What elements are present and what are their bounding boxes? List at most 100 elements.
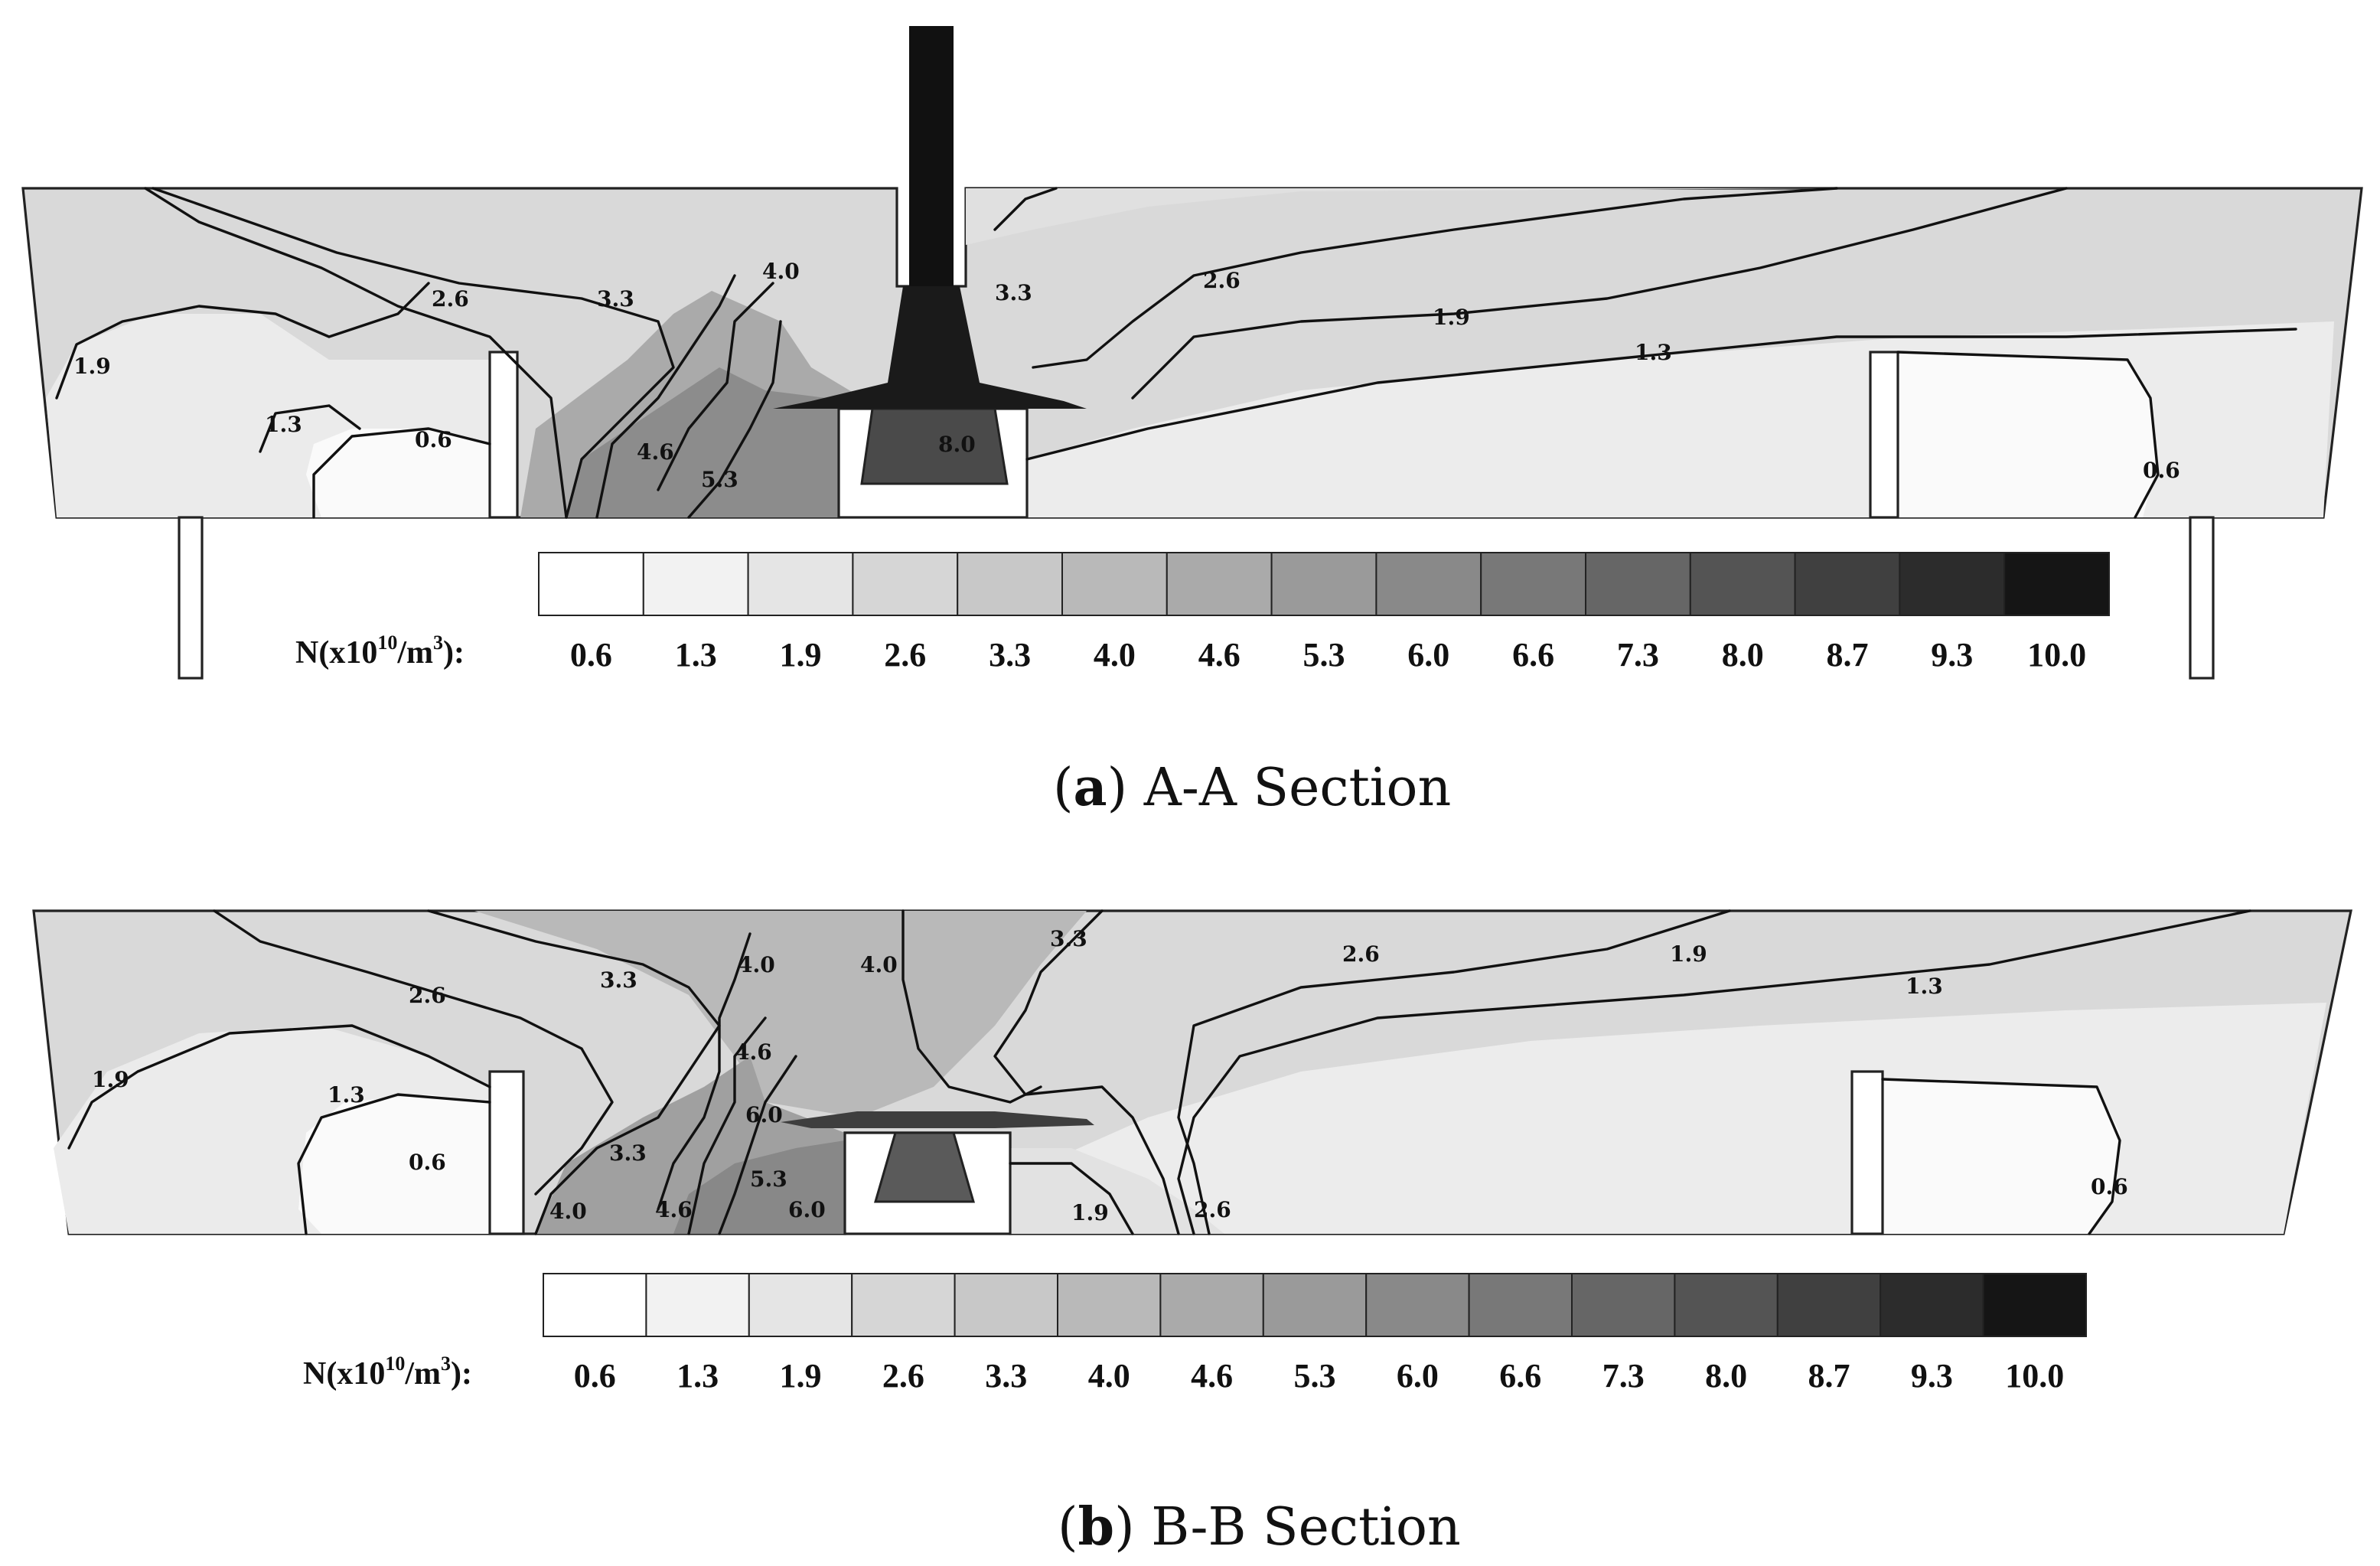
panel-b-label-1-3-left: 1.3 bbox=[328, 1082, 365, 1108]
panel-b-label-0-6-left: 0.6 bbox=[409, 1150, 446, 1175]
panel-b-scale-cell-11 bbox=[1571, 1273, 1676, 1337]
panel-a-plume bbox=[773, 286, 1087, 409]
panel-a-label-5-3: 5.3 bbox=[701, 467, 738, 492]
panel-b-scale-cell-12 bbox=[1674, 1273, 1778, 1337]
panel-b-label-1-9-right: 1.9 bbox=[1670, 941, 1707, 967]
panel-b-isolines bbox=[67, 909, 2251, 1235]
panel-a-scale-label-15: 10.0 bbox=[2027, 636, 2086, 674]
panel-b-label-4-0-lower: 4.0 bbox=[549, 1199, 587, 1224]
panel-a-scale-title: N(x1010/m3): bbox=[295, 631, 465, 670]
panel-b-scale-cell-3 bbox=[748, 1273, 853, 1337]
panel-b-label-6-0-upper: 6.0 bbox=[745, 1102, 783, 1127]
panel-b-scale-cell-13 bbox=[1776, 1273, 1882, 1337]
panel-a-scale-label-4: 2.6 bbox=[884, 636, 926, 674]
panel-a-scale-cell-8 bbox=[1270, 552, 1377, 616]
panel-b-label-2-6-right: 2.6 bbox=[1342, 941, 1380, 967]
panel-a-label-0-6-right: 0.6 bbox=[2143, 458, 2180, 483]
panel-b-scale-label-5: 3.3 bbox=[985, 1357, 1027, 1395]
panel-a-region-top-light bbox=[966, 188, 1837, 245]
panel-a-scale-cell-6 bbox=[1061, 552, 1168, 616]
panel-a-chimney bbox=[909, 26, 954, 286]
panel-a-scale-label-2: 1.3 bbox=[675, 636, 717, 674]
panel-b-label-1-9-left: 1.9 bbox=[92, 1067, 129, 1092]
panel-b-label-4-6-lower: 4.6 bbox=[655, 1197, 693, 1222]
panel-b-region-right-pocket bbox=[1883, 1079, 2120, 1234]
panel-b-scale-label-11: 7.3 bbox=[1602, 1357, 1645, 1395]
panel-b-label-3-3-lower: 3.3 bbox=[609, 1140, 647, 1166]
panel-a-scale-cells bbox=[538, 552, 2110, 616]
panel-b-plasma-source bbox=[874, 1131, 975, 1203]
panel-b-scale-cell-15 bbox=[1982, 1273, 2088, 1337]
panel-a-scale-cell-9 bbox=[1375, 552, 1482, 616]
panel-a-scale-label-13: 8.7 bbox=[1827, 636, 1869, 674]
panel-a-label-1-9-right: 1.9 bbox=[1433, 305, 1470, 330]
panel-b-scale-label-13: 8.7 bbox=[1808, 1357, 1850, 1395]
panel-a-scale-label-14: 9.3 bbox=[1931, 636, 1973, 674]
panel-b-scale-label-1: 0.6 bbox=[574, 1357, 616, 1395]
panel-a-caption: (a) A-A Section bbox=[1053, 757, 1451, 818]
panel-a-label-3-3-left: 3.3 bbox=[597, 286, 634, 312]
panel-b-label-4-6-upper: 4.6 bbox=[735, 1039, 772, 1065]
panel-a-scale-cell-3 bbox=[747, 552, 854, 616]
panel-a-label-1-3-right: 1.3 bbox=[1635, 340, 1672, 365]
panel-a-isolines bbox=[55, 187, 2297, 519]
panel-b-scale-label-3: 1.9 bbox=[780, 1357, 822, 1395]
panel-b-scale-label-12: 8.0 bbox=[1705, 1357, 1747, 1395]
panel-a-contour-labels: 1.9 1.3 0.6 2.6 3.3 4.0 4.6 5.3 8.0 3.3 … bbox=[73, 259, 2180, 492]
panel-a-left-leg bbox=[178, 516, 204, 680]
panel-a-scale-label-12: 8.0 bbox=[1722, 636, 1764, 674]
panel-a-scale-cell-14 bbox=[1899, 552, 2006, 616]
panel-a-label-3-3-right: 3.3 bbox=[995, 280, 1032, 305]
panel-a-region-right-pocket bbox=[1898, 352, 2158, 517]
panel-b-label-6-0-lower: 6.0 bbox=[788, 1197, 826, 1222]
panel-a-scale-cell-12 bbox=[1689, 552, 1796, 616]
panel-a-scale-label-8: 5.3 bbox=[1303, 636, 1345, 674]
panel-b-scale-label-4: 2.6 bbox=[882, 1357, 924, 1395]
panel-b-scale-cell-10 bbox=[1468, 1273, 1573, 1337]
panel-a-region-center-dark bbox=[566, 367, 839, 517]
panel-a-scale-label-1: 0.6 bbox=[570, 636, 612, 674]
panel-a-scale-label-10: 6.6 bbox=[1512, 636, 1554, 674]
panel-a-scale-label-11: 7.3 bbox=[1617, 636, 1659, 674]
panel-b-scale-cell-7 bbox=[1159, 1273, 1264, 1337]
panel-a-scale-cell-4 bbox=[852, 552, 959, 616]
panel-b-scale-cell-6 bbox=[1057, 1273, 1162, 1337]
panel-b-label-2-6-bottom: 2.6 bbox=[1194, 1197, 1231, 1222]
panel-a: 1.9 1.3 0.6 2.6 3.3 4.0 4.6 5.3 8.0 3.3 … bbox=[21, 26, 2363, 818]
panel-b-label-5-3: 5.3 bbox=[750, 1166, 787, 1192]
panel-b-caption: (b) B-B Section bbox=[1058, 1496, 1461, 1558]
panel-a-scale-cell-2 bbox=[642, 552, 749, 616]
panel-a-label-2-6-left: 2.6 bbox=[432, 286, 469, 312]
panel-b-label-4-0-top: 4.0 bbox=[738, 952, 775, 977]
panel-b: 1.9 2.6 1.3 0.6 3.3 4.0 4.0 4.6 6.0 3.3 … bbox=[32, 909, 2352, 1558]
panel-b-scale-cell-1 bbox=[543, 1273, 647, 1337]
panel-a-label-1-3-left: 1.3 bbox=[265, 412, 302, 437]
panel-b-scale-cell-14 bbox=[1880, 1273, 1984, 1337]
panel-b-scale-title: N(x1010/m3): bbox=[303, 1352, 472, 1391]
panel-b-scale-label-8: 5.3 bbox=[1294, 1357, 1336, 1395]
panel-a-scale-label-7: 4.6 bbox=[1198, 636, 1241, 674]
panel-b-scale-label-2: 1.3 bbox=[677, 1357, 719, 1395]
panel-b-label-1-3-right: 1.3 bbox=[1906, 974, 1943, 999]
panel-b-scale-cell-2 bbox=[645, 1273, 750, 1337]
panel-a-label-4-6: 4.6 bbox=[637, 439, 674, 465]
panel-b-label-1-9-bottom: 1.9 bbox=[1071, 1200, 1109, 1225]
panel-a-scale-label-6: 4.0 bbox=[1094, 636, 1136, 674]
panel-b-label-2-6-left: 2.6 bbox=[409, 983, 446, 1008]
panel-b-label-3-3-top-left: 3.3 bbox=[600, 967, 637, 993]
panel-b-scale-label-7: 4.6 bbox=[1191, 1357, 1233, 1395]
panel-b-right-pillar bbox=[1850, 1070, 1884, 1235]
panel-a-scale-cell-15 bbox=[2003, 552, 2110, 616]
panel-a-plasma-source bbox=[860, 407, 1009, 485]
panel-b-scale-label-6: 4.0 bbox=[1088, 1357, 1130, 1395]
panel-a-region-left-pocket bbox=[306, 429, 490, 517]
panel-b-scale-label-14: 9.3 bbox=[1911, 1357, 1953, 1395]
panel-a-scale-label-3: 1.9 bbox=[780, 636, 822, 674]
panel-a-label-2-6-right: 2.6 bbox=[1203, 268, 1241, 293]
panel-b-label-3-3-right: 3.3 bbox=[1050, 926, 1087, 951]
panel-b-scale-label-15: 10.0 bbox=[2005, 1357, 2064, 1395]
